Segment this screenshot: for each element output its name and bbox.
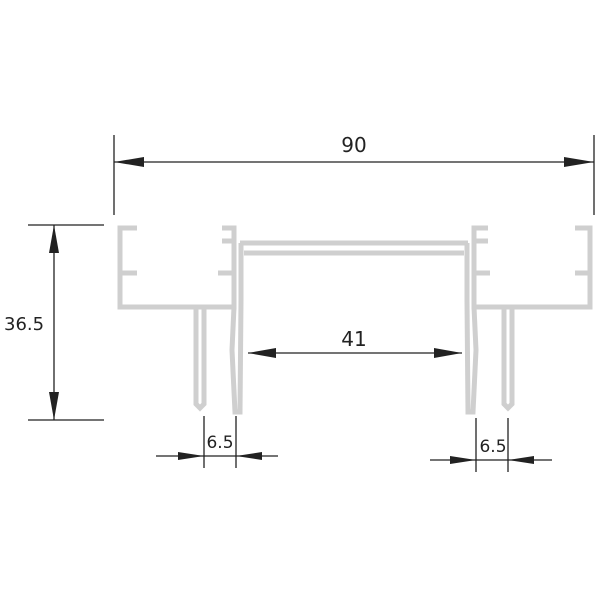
arrowhead-right bbox=[236, 452, 262, 460]
dimension-inner-gap: 41 bbox=[248, 327, 462, 358]
arrowhead-bottom bbox=[49, 392, 59, 420]
arrowhead-right bbox=[564, 157, 594, 167]
arrowhead-right bbox=[434, 348, 462, 358]
arrowhead-top bbox=[49, 225, 59, 253]
dimension-overall-width: 90 bbox=[113, 133, 595, 215]
dimension-height: 36.5 bbox=[4, 224, 104, 421]
dimension-left-slot: 6.5 bbox=[156, 416, 278, 468]
arrowhead-left bbox=[178, 452, 204, 460]
profile-section bbox=[117, 225, 593, 415]
dimension-label: 90 bbox=[341, 133, 366, 157]
dimension-label: 36.5 bbox=[4, 314, 44, 335]
right-inner-leg bbox=[464, 299, 479, 415]
dimension-right-slot: 6.5 bbox=[430, 418, 552, 472]
arrowhead-left bbox=[248, 348, 276, 358]
arrowhead-right bbox=[508, 456, 534, 464]
dimension-label: 6.5 bbox=[206, 433, 233, 453]
left-outer-leg bbox=[193, 307, 207, 412]
left-box-outline bbox=[117, 225, 237, 310]
left-inner-leg bbox=[229, 299, 244, 415]
arrowhead-left bbox=[114, 157, 144, 167]
dimension-label: 6.5 bbox=[479, 437, 506, 457]
arrowhead-left bbox=[450, 456, 476, 464]
dimension-label: 41 bbox=[341, 327, 366, 351]
right-box-outline bbox=[471, 225, 593, 310]
right-outer-leg bbox=[501, 307, 515, 412]
